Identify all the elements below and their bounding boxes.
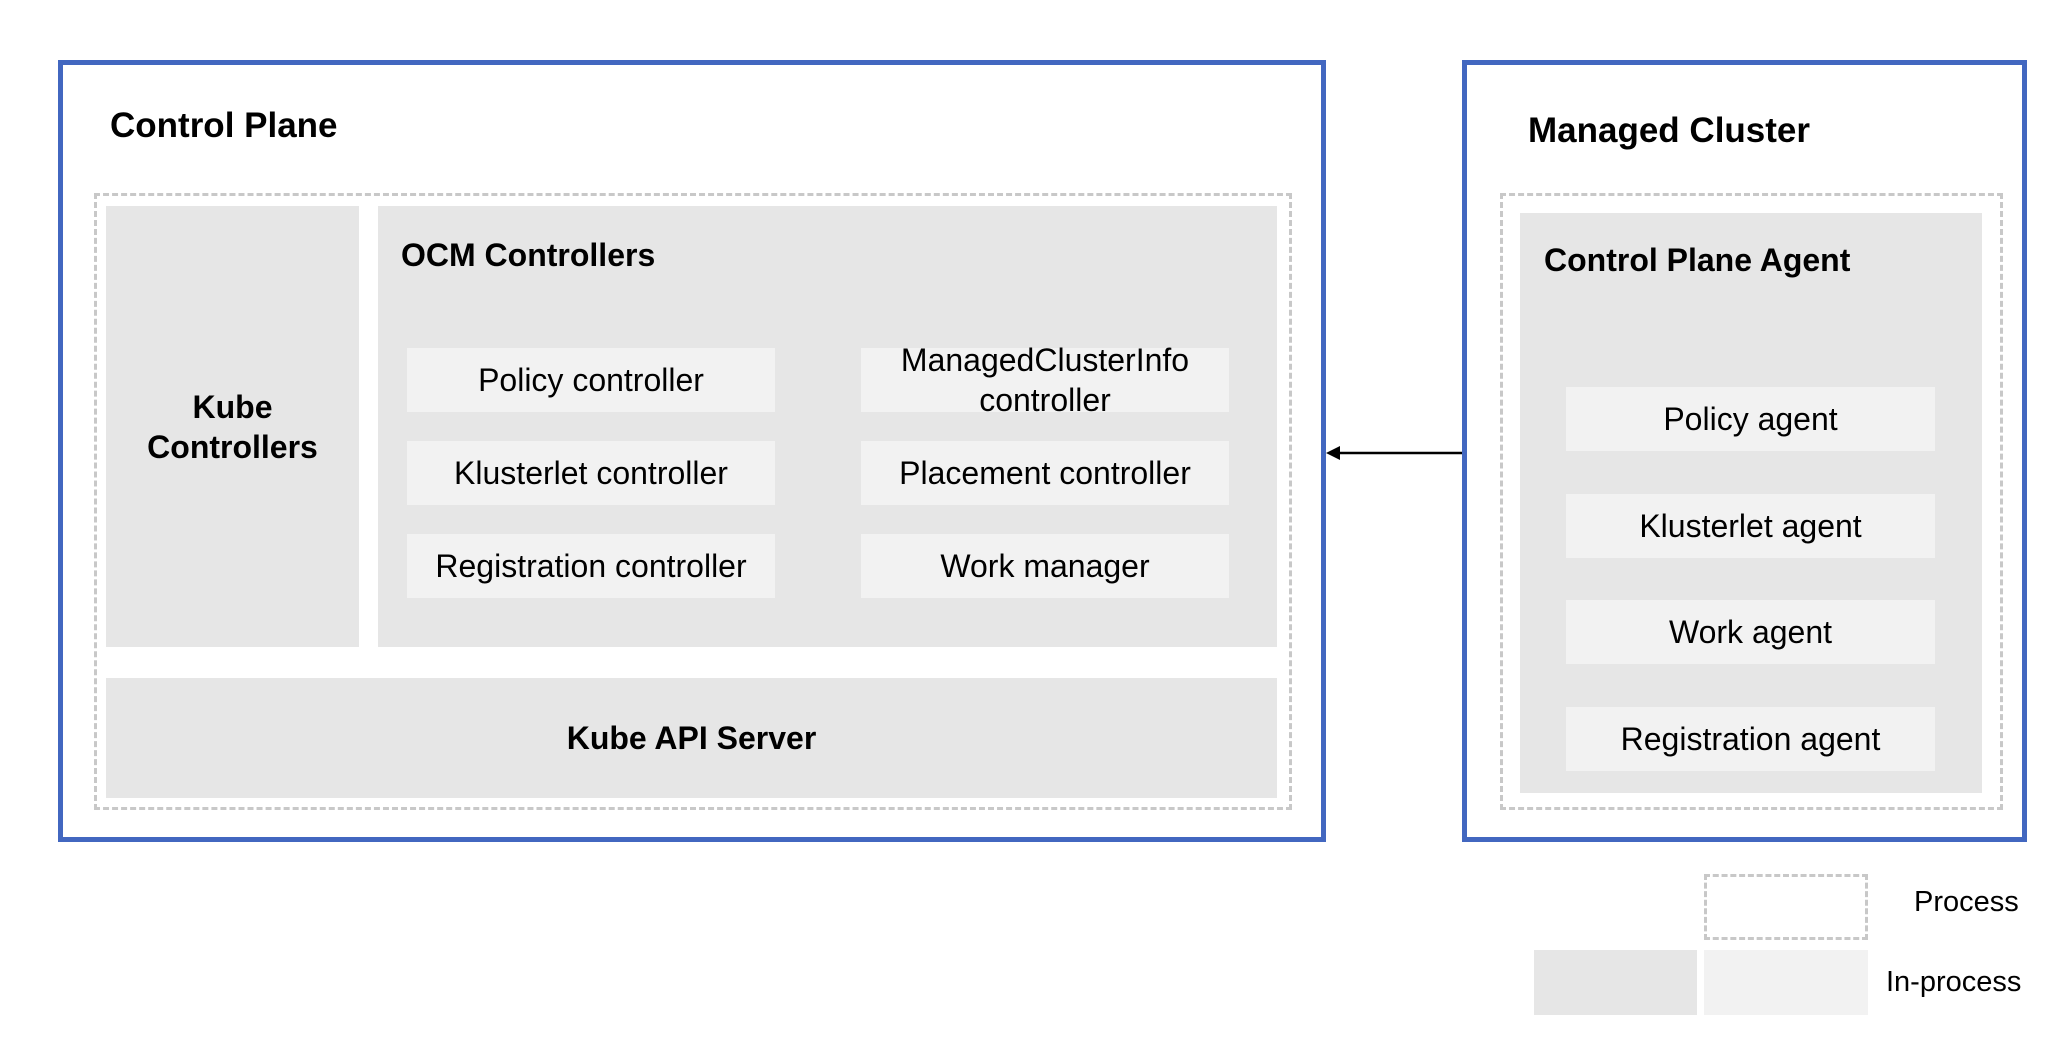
registration-agent: Registration agent <box>1566 707 1935 771</box>
klusterlet-agent-label: Klusterlet agent <box>1639 507 1862 544</box>
klusterlet-controller-label: Klusterlet controller <box>454 454 728 491</box>
klusterlet-agent: Klusterlet agent <box>1566 494 1935 558</box>
policy-controller: Policy controller <box>407 348 775 412</box>
legend-group-swatch <box>1534 950 1697 1015</box>
kube-api-server-box: Kube API Server <box>106 678 1277 798</box>
policy-agent: Policy agent <box>1566 387 1935 451</box>
control-plane-process <box>94 193 1292 810</box>
managed-cluster-process <box>1500 193 2003 810</box>
placement-controller: Placement controller <box>861 441 1229 505</box>
registration-agent-label: Registration agent <box>1620 720 1881 757</box>
connection-arrow <box>1326 446 1464 460</box>
arrow-head <box>1326 446 1340 460</box>
legend-in-process-label: In-process <box>1886 966 2022 998</box>
kube-api-server-label: Kube API Server <box>566 720 817 756</box>
work-agent-label: Work agent <box>1668 613 1833 650</box>
registration-controller-label: Registration controller <box>435 547 747 584</box>
policy-agent-label: Policy agent <box>1663 400 1838 437</box>
control-plane-agent-title: Control Plane Agent <box>1544 242 1851 278</box>
managedclusterinfo-line2: controller <box>979 382 1111 418</box>
registration-controller: Registration controller <box>407 534 775 598</box>
ocm-controllers-title: OCM Controllers <box>401 237 656 273</box>
policy-controller-label: Policy controller <box>478 361 704 398</box>
kube-controllers-line2: Controllers <box>147 428 318 465</box>
control-plane-title: Control Plane <box>110 106 338 145</box>
managed-cluster-title: Managed Cluster <box>1528 111 1810 150</box>
work-agent: Work agent <box>1566 600 1935 664</box>
managedclusterinfo-line1: ManagedClusterInfo <box>900 342 1190 378</box>
work-manager: Work manager <box>861 534 1229 598</box>
legend-process-swatch <box>1704 874 1868 940</box>
kube-controllers-line1: Kube <box>192 388 273 425</box>
legend-item-swatch <box>1704 950 1868 1015</box>
kube-controllers-box: Kube Controllers <box>106 206 359 647</box>
work-manager-label: Work manager <box>940 547 1150 584</box>
klusterlet-controller: Klusterlet controller <box>407 441 775 505</box>
managedclusterinfo-controller: ManagedClusterInfo controller <box>861 342 1229 418</box>
placement-controller-label: Placement controller <box>899 454 1191 491</box>
legend-process-label: Process <box>1914 886 2019 918</box>
